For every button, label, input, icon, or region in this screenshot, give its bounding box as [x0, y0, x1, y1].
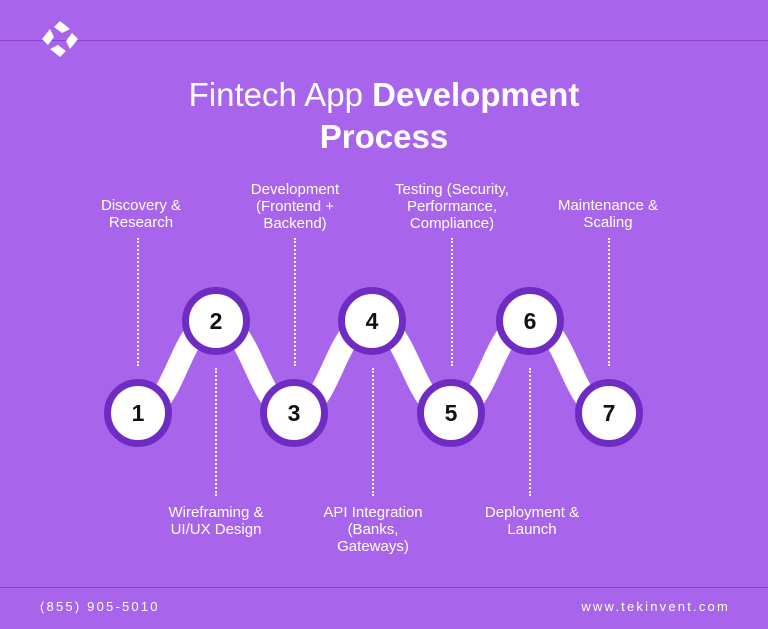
step-node-2: 2: [182, 287, 250, 355]
step-label-5: Testing (Security, Performance, Complian…: [395, 181, 509, 232]
page-title: Fintech App Development Process: [0, 74, 768, 158]
step-node-5: 5: [417, 379, 485, 447]
step-label-3: Development (Frontend + Backend): [250, 181, 340, 232]
title-light: Fintech App: [188, 76, 363, 113]
step-label-7: Maintenance & Scaling: [557, 197, 659, 231]
connector-6: [529, 368, 531, 496]
pinwheel-logo-icon: [42, 21, 78, 57]
connector-5: [451, 238, 453, 366]
title-bold-1: Development: [372, 76, 580, 113]
step-node-4: 4: [338, 287, 406, 355]
website-link[interactable]: www.tekinvent.com: [581, 599, 730, 614]
step-label-4: API Integration (Banks, Gateways): [323, 504, 423, 555]
step-label-1: Discovery & Research: [100, 197, 182, 231]
connector-3: [294, 238, 296, 366]
step-label-2: Wireframing & UI/UX Design: [168, 504, 264, 538]
top-divider: [0, 40, 768, 41]
step-node-7: 7: [575, 379, 643, 447]
connector-7: [608, 238, 610, 366]
step-node-1: 1: [104, 379, 172, 447]
connector-1: [137, 238, 139, 366]
connector-2: [215, 368, 217, 496]
step-node-6: 6: [496, 287, 564, 355]
title-bold-2: Process: [319, 118, 449, 155]
connector-4: [372, 368, 374, 496]
step-node-3: 3: [260, 379, 328, 447]
bottom-divider: [0, 587, 768, 588]
phone-number[interactable]: (855) 905-5010: [40, 599, 160, 614]
step-label-6: Deployment & Launch: [484, 504, 580, 538]
